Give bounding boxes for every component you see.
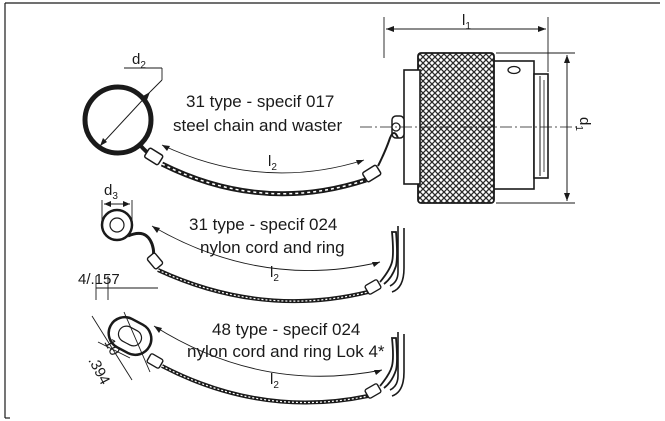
dimension-d1: d1	[496, 52, 593, 204]
cord-crimp-right	[364, 279, 382, 295]
dimension-d2: d2	[99, 51, 163, 147]
nylon-cord-assembly	[100, 208, 405, 304]
dimension-d3: d3	[101, 182, 133, 222]
chain-crimp-left	[144, 147, 164, 166]
nylon-cord	[157, 268, 369, 304]
dimension-lok-width: 10 .394	[84, 311, 151, 388]
l1-label: l1	[462, 12, 471, 32]
l2-bot-label: l2	[270, 371, 279, 391]
dimension-ring-gap: 4/.157	[78, 271, 158, 300]
steel-ring	[82, 84, 154, 156]
dimension-l1: l1	[383, 12, 549, 72]
cap-body	[360, 52, 578, 204]
lok-crimp-left	[146, 353, 164, 369]
l2-top-label: l2	[268, 153, 277, 173]
cord-crimp-left	[146, 252, 164, 270]
caption-chain-desc: steel chain and waster	[173, 116, 342, 135]
knurled-nut	[417, 52, 495, 204]
lok-width-inch-label: .394	[84, 354, 113, 388]
cap-rear-flange	[533, 73, 549, 179]
caption-lok-desc: nylon cord and ring Lok 4*	[187, 342, 385, 361]
lok-cord-assembly	[107, 315, 405, 405]
caption-chain-type: 31 type - specif 017	[186, 92, 334, 111]
steel-chain-assembly	[82, 84, 399, 197]
caption-lok-type: 48 type - specif 024	[212, 320, 360, 339]
lok-width-label: 10	[100, 336, 123, 359]
cap-rear-body	[491, 60, 535, 190]
lok-crimp-right	[364, 383, 382, 399]
dimension-l2-bot: l2	[153, 325, 383, 391]
l2-mid-label: l2	[270, 264, 279, 284]
d1-label: d1	[573, 117, 593, 131]
ring-gap-label: 4/.157	[78, 271, 120, 288]
caption-cord-type: 31 type - specif 024	[189, 215, 337, 234]
chain-crimp-right	[362, 164, 382, 183]
caption-cord-desc: nylon cord and ring	[200, 238, 345, 257]
d2-label: d2	[132, 51, 146, 71]
lok-cord	[161, 364, 369, 405]
d3-label: d3	[104, 182, 118, 202]
cap-slot	[507, 65, 521, 75]
dimension-l2-mid: l2	[151, 225, 381, 284]
dimension-l2-top: l2	[161, 144, 365, 174]
steel-chain	[160, 161, 367, 197]
